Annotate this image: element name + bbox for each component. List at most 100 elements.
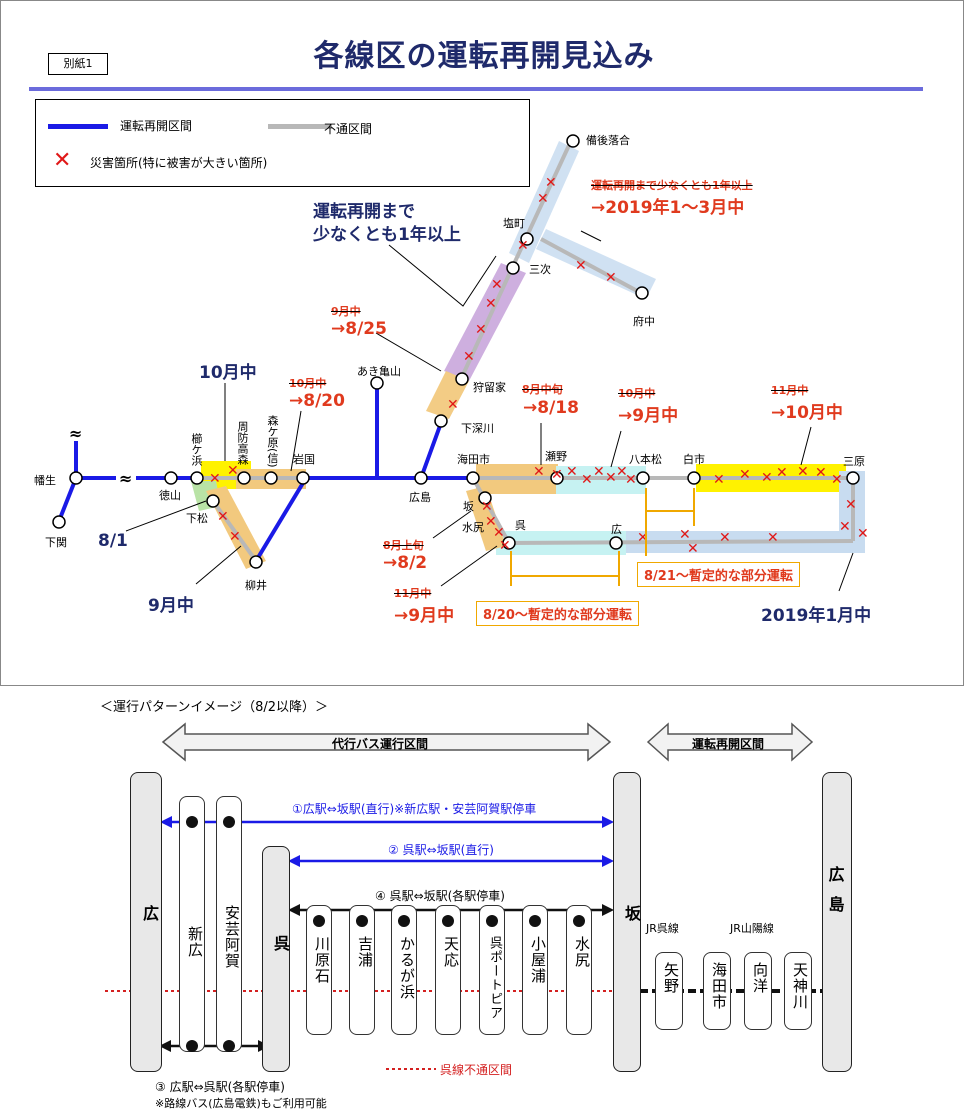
closed-line-geibi-upper: [511, 140, 573, 267]
station-box-shinhiro: [179, 796, 205, 1052]
station-label-mukainada: 向洋: [751, 962, 769, 994]
label-shimonoseki: 下関: [45, 536, 67, 549]
station-dot-tokuyama: [164, 471, 178, 485]
route3-note: ※路線バス(広島電鉄)もご利用可能: [155, 1097, 327, 1110]
note-sep-mid-old: 9月中: [331, 305, 361, 318]
damage-mark: ✕: [593, 464, 605, 480]
note-one-year-strike: 運転再開まで少なくとも1年以上: [591, 179, 753, 192]
station-label-kaitaichi: 海田市: [710, 962, 728, 1010]
station-dot-hiroshima: [414, 471, 428, 485]
damage-mark: ✕: [839, 519, 851, 535]
station-dot-iwakuni: [296, 471, 310, 485]
band-purple-geibi: [444, 263, 526, 381]
station-label-kureport: 呉ポートピア: [487, 936, 502, 1020]
note-aug25: →8/25: [331, 319, 387, 339]
label-kudamatsu: 下松: [186, 512, 208, 525]
note-oct-mid-old: 10月中: [289, 377, 327, 390]
stop-dot: [186, 816, 198, 828]
damage-mark: ✕: [767, 530, 779, 546]
label-saka: 坂: [463, 500, 474, 513]
terminal-hiro-label: 広: [140, 905, 159, 922]
bus-section-arrow: [161, 722, 612, 762]
note-aug1: 8/1: [98, 531, 128, 551]
legend-closed-swatch: [268, 124, 332, 129]
bus-section-label: 代行バス運行区間: [332, 737, 429, 751]
route4-arrowhead-left: [288, 904, 300, 916]
note-nov-mid-old: 11月中: [771, 384, 809, 397]
page-title: 各線区の運転再開見込み: [313, 39, 655, 74]
legend-closed-label: 不通区間: [324, 122, 373, 136]
damage-mark: ✕: [857, 526, 869, 542]
route1-label: ①広駅⇔坂駅(直行)※新広駅・安芸阿賀駅停車: [292, 802, 537, 816]
label-morigahara: 森ケ原(信): [266, 415, 279, 468]
station-dot-akikameyama: [370, 376, 384, 390]
damage-mark: ✕: [713, 472, 725, 488]
damage-mark: ✕: [463, 349, 475, 365]
station-label-tenjingawa: 天神川: [791, 962, 809, 1010]
label-yanagawa: 幡生: [34, 474, 56, 487]
pattern-caption: ＜運行パターンイメージ（8/2以降）＞: [100, 700, 329, 715]
damage-mark: ✕: [551, 467, 563, 483]
label-hachihonmatsu: 八本松: [629, 453, 662, 466]
station-dot-kudamatsu: [206, 494, 220, 508]
damage-mark: ✕: [481, 499, 493, 515]
note-oct-mid-old-2: 10月中: [618, 387, 656, 400]
label-akikameyama: あき亀山: [357, 365, 401, 378]
legend-damage-icon: ✕: [53, 148, 72, 173]
station-dot-yanai: [249, 555, 263, 569]
closed-lines: [196, 140, 855, 563]
station-label-yoshiura: 吉浦: [356, 936, 374, 968]
damage-mark: ✕: [447, 397, 459, 413]
route3-arrowhead-left: [159, 1040, 171, 1052]
damage-mark: ✕: [575, 258, 587, 274]
leader-aug20: [290, 410, 302, 472]
route4-arrowhead-right: [602, 904, 614, 916]
note-aug-early-old: 8月上旬: [383, 539, 424, 552]
station-label-koyaura: 小屋浦: [529, 936, 547, 984]
damage-mark: ✕: [605, 270, 617, 286]
damage-mark: ✕: [616, 464, 628, 480]
stop-dot: [356, 915, 368, 927]
damage-mark: ✕: [533, 464, 545, 480]
station-dot-shiomachi: [520, 232, 534, 246]
station-dot-mihara: [846, 471, 860, 485]
legend-box: 運転再開区間 不通区間 ✕ 災害箇所(特に被害が大きい箇所): [35, 99, 530, 187]
route-map: ≈ ≈: [52, 134, 869, 592]
damage-mark: ✕: [517, 238, 529, 254]
closed-line-saka: [471, 477, 511, 544]
station-dot-fuchu: [635, 286, 649, 300]
legend-damage-label: 災害箇所(特に被害が大きい箇所): [90, 156, 268, 170]
resumed-section-label: 運転再開区間: [692, 737, 765, 751]
note-aug18: →8/18: [523, 398, 579, 418]
damage-mark: ✕: [761, 470, 773, 486]
resumed-section-arrow: [646, 722, 814, 762]
leader-sep-mid-2: [610, 430, 622, 468]
note-nov-mid-old-2: 11月中: [394, 587, 432, 600]
station-dot-saka: [478, 491, 492, 505]
damage-mark: ✕: [485, 514, 497, 530]
operation-pattern-diagram: ＜運行パターンイメージ（8/2以降）＞ 代行バス運行区間 運転再開区間 広 呉 …: [0, 690, 966, 1119]
damage-mark: ✕: [491, 277, 503, 293]
resumed-line-geibi-lower: [419, 422, 443, 479]
station-dot-bingoochiai: [566, 134, 580, 148]
kure-line-label: JR呉線: [646, 922, 679, 935]
damage-mark: ✕: [687, 541, 699, 557]
station-dots: [52, 134, 860, 569]
damage-mark: ✕: [227, 463, 239, 479]
note-aug20: →8/20: [289, 391, 345, 411]
label-kaitaichi: 海田市: [457, 453, 490, 466]
station-dot-shimonoseki: [52, 515, 66, 529]
station-box-koyaura: [522, 905, 548, 1035]
stop-dot: [313, 915, 325, 927]
label-seno: 瀬野: [545, 450, 567, 463]
damage-mark: ✕: [776, 465, 788, 481]
damage-mark: ✕: [815, 465, 827, 481]
station-dot-kure: [502, 536, 516, 550]
note-sep-mid-new-2: →9月中: [394, 606, 455, 626]
station-dot-hachihonmatsu: [636, 471, 650, 485]
damage-mark: ✕: [605, 470, 617, 486]
leader-lines: [125, 230, 854, 592]
title-underline: [29, 87, 923, 91]
damage-mark: ✕: [545, 175, 557, 191]
terminal-hiro: [130, 772, 162, 1072]
